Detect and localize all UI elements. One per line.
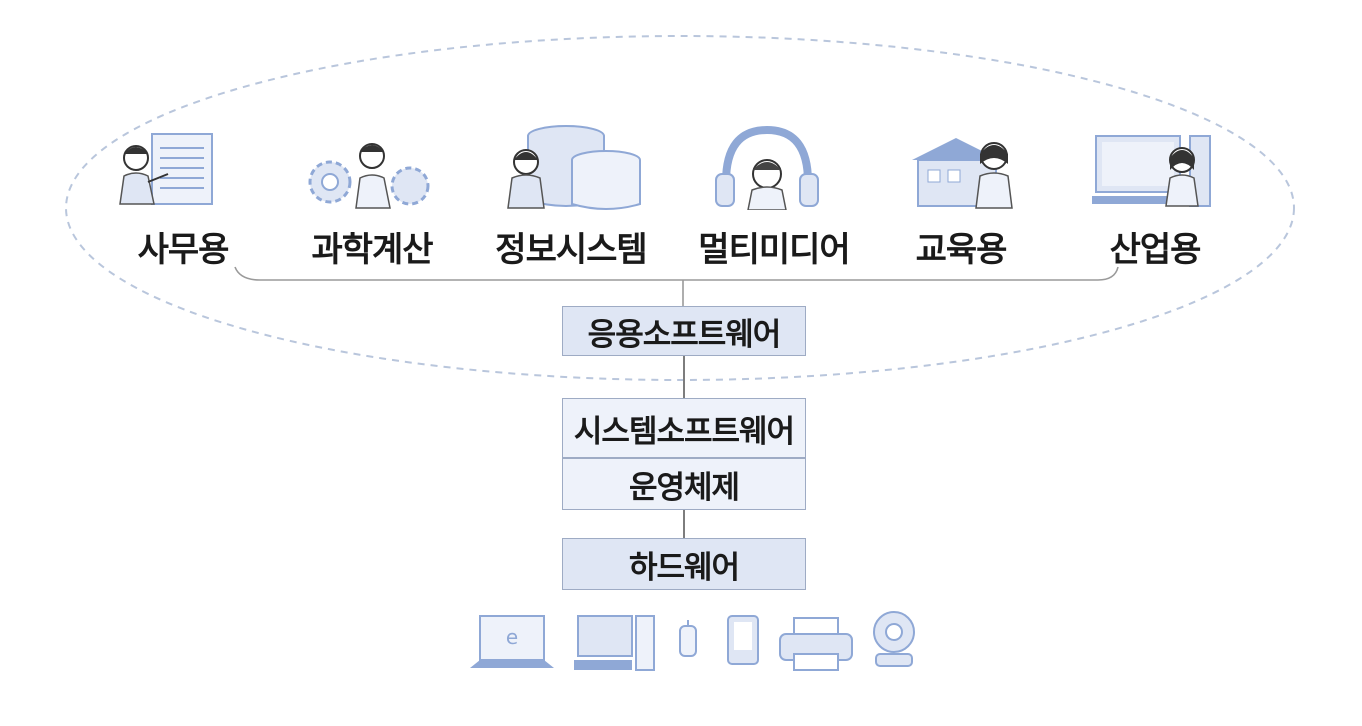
svg-text:e: e xyxy=(506,625,518,649)
operating-system-box: 운영체제 xyxy=(562,458,806,510)
database-icon xyxy=(507,125,641,210)
dashed-ellipse xyxy=(65,35,1295,381)
system-software-box: 시스템소프트웨어 xyxy=(562,398,806,458)
category-bracket xyxy=(234,266,1119,281)
scientist-gears-icon xyxy=(308,143,430,209)
laptop-icon: e xyxy=(470,615,554,668)
desktop-pc-icon xyxy=(574,615,655,671)
industrial-computer-icon xyxy=(1092,135,1211,207)
category-label-industrial: 산업용 xyxy=(1109,230,1202,270)
category-label-office: 사무용 xyxy=(137,230,230,270)
category-label-info-system: 정보시스템 xyxy=(495,230,647,270)
webcam-icon xyxy=(873,611,915,667)
application-software-box: 응용소프트웨어 xyxy=(562,306,806,356)
printer-icon xyxy=(779,617,853,671)
mobile-phone-icon xyxy=(679,620,697,657)
category-label-education: 교육용 xyxy=(915,230,1008,270)
connector-line xyxy=(683,356,685,398)
connector-line xyxy=(683,510,685,538)
hardware-box: 하드웨어 xyxy=(562,538,806,590)
category-label-science: 과학계산 xyxy=(311,230,433,270)
tablet-icon xyxy=(727,615,759,665)
category-label-multimedia: 멀티미디어 xyxy=(698,230,850,270)
school-icon xyxy=(912,138,1013,209)
headphones-icon xyxy=(715,125,819,210)
office-worker-icon xyxy=(119,133,213,205)
